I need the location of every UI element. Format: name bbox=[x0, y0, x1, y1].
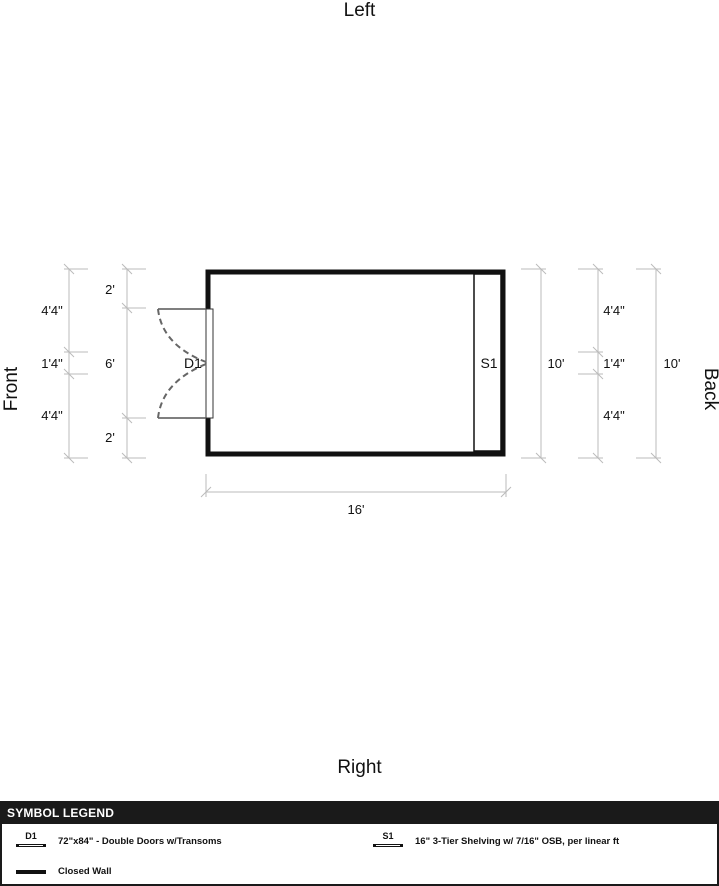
dim-front-outer-3: 4'4" bbox=[41, 408, 63, 423]
symbol-legend: SYMBOL LEGEND D1 72"x84" - Double Doors … bbox=[0, 801, 719, 886]
legend-closed-wall-text: Closed Wall bbox=[58, 865, 112, 877]
door-symbol-icon: D1 bbox=[16, 831, 46, 851]
legend-door-code: D1 bbox=[25, 831, 37, 841]
dim-front-outer-1: 4'4" bbox=[41, 303, 63, 318]
door-tag: D1 bbox=[184, 355, 202, 371]
dim-line-width bbox=[200, 474, 512, 498]
door-frame bbox=[205, 308, 214, 419]
legend-title: SYMBOL LEGEND bbox=[2, 803, 717, 824]
building-walls bbox=[205, 269, 506, 457]
side-label-right: Right bbox=[337, 757, 382, 778]
dim-back-inner-total: 10' bbox=[548, 356, 565, 371]
door-swing-top bbox=[157, 308, 207, 363]
dim-back-segment-3: 4'4" bbox=[603, 408, 625, 423]
dim-front-inner-1: 2' bbox=[105, 282, 115, 297]
closed-wall-symbol-icon bbox=[16, 861, 46, 881]
dim-back-segment-1: 4'4" bbox=[603, 303, 625, 318]
floor-plan: D1 S1 4'4" 1'4" bbox=[41, 263, 681, 517]
dim-front-inner-2: 6' bbox=[105, 356, 115, 371]
legend-shelf-text: 16" 3-Tier Shelving w/ 7/16" OSB, per li… bbox=[415, 835, 620, 847]
side-label-left: Left bbox=[343, 0, 376, 21]
shelf-tag: S1 bbox=[480, 355, 497, 371]
dim-line-back-inner bbox=[521, 263, 547, 464]
legend-door-text: 72"x84" - Double Doors w/Transoms bbox=[58, 835, 222, 847]
dim-line-front-inner bbox=[121, 263, 146, 464]
dim-line-back-segments bbox=[578, 263, 604, 464]
legend-item-shelf: S1 16" 3-Tier Shelving w/ 7/16" OSB, per… bbox=[373, 831, 619, 851]
dim-line-back-outer bbox=[636, 263, 662, 464]
door-swing-bottom bbox=[157, 363, 207, 419]
dim-front-inner-3: 2' bbox=[105, 430, 115, 445]
dim-front-outer-2: 1'4" bbox=[41, 356, 63, 371]
legend-item-closed-wall: Closed Wall bbox=[16, 861, 112, 881]
dim-width-total: 16' bbox=[348, 502, 365, 517]
shelving bbox=[473, 273, 502, 452]
legend-shelf-code: S1 bbox=[382, 831, 394, 841]
dim-line-front-outer bbox=[63, 263, 88, 464]
legend-item-door: D1 72"x84" - Double Doors w/Transoms bbox=[16, 831, 222, 851]
shelf-symbol-icon: S1 bbox=[373, 831, 403, 851]
dim-back-outer-total: 10' bbox=[664, 356, 681, 371]
dim-back-segment-2: 1'4" bbox=[603, 356, 625, 371]
